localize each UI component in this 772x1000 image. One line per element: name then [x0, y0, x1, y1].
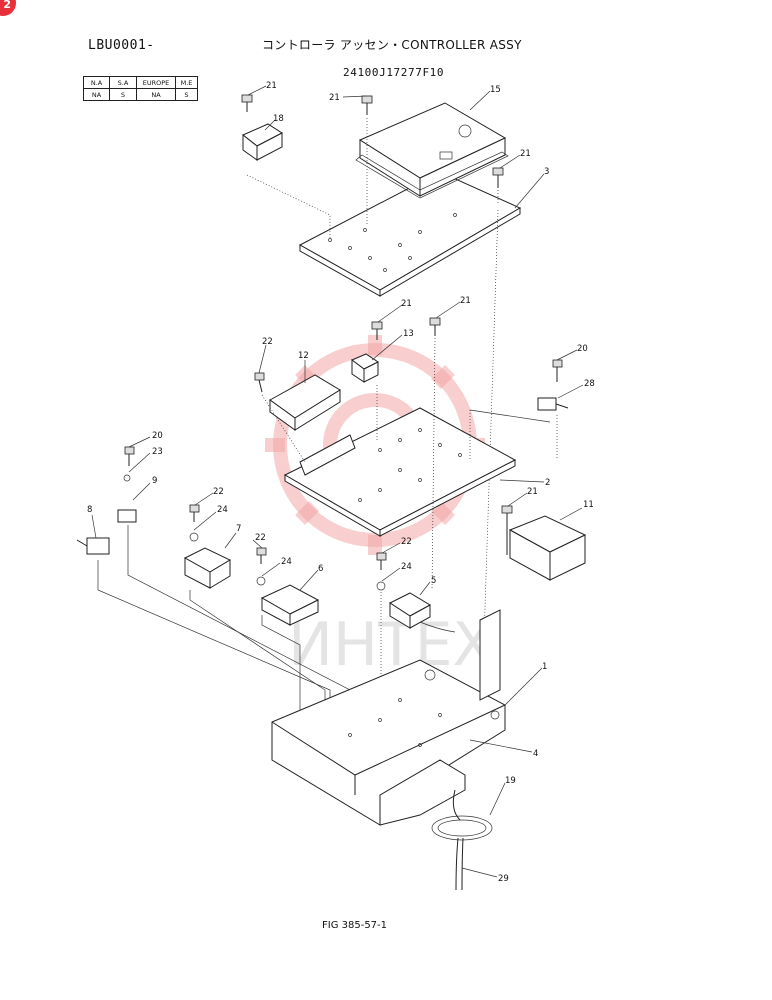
upper-mounting-plate: [298, 171, 522, 297]
bolt-top-center: [361, 95, 373, 115]
region-value-me: S: [175, 88, 198, 101]
watermark-text: ИНТЕХ: [288, 610, 494, 680]
callout-18: 18: [273, 114, 284, 124]
callout-5: 5: [431, 576, 436, 586]
relay-box-7: [183, 547, 232, 589]
relay-13: [351, 353, 379, 383]
callout-22-a: 22: [262, 337, 273, 347]
callout-numbers: 21 21 15 18 21 3 21 21 13 22 12 20 28 20…: [87, 81, 595, 884]
callout-29: 29: [498, 874, 509, 884]
relay-box-6: [260, 584, 320, 626]
bolt-20-right: [552, 359, 563, 382]
callout-15: 15: [490, 85, 501, 95]
callout-23: 23: [152, 447, 163, 457]
bolt-21-mid-left: [371, 321, 383, 340]
toggle-switch-8: [76, 537, 110, 555]
callout-20-b: 20: [152, 431, 163, 441]
callout-12: 12: [298, 351, 309, 361]
callout-22-c: 22: [255, 533, 266, 543]
bolt-top-left: [241, 94, 253, 112]
callout-21-d: 21: [401, 299, 412, 309]
callout-4: 4: [533, 749, 538, 759]
callout-8: 8: [87, 505, 92, 515]
bolt-22-right: [376, 552, 387, 570]
page-corner-badge[interactable]: 2: [0, 0, 16, 16]
assembly-part-number: 24100J17277F10: [343, 66, 445, 79]
callout-6: 6: [318, 564, 323, 574]
callout-2: 2: [545, 478, 550, 488]
bolt-21-mid-right: [429, 317, 441, 336]
base-frame-1: [271, 609, 506, 826]
callout-11: 11: [583, 500, 594, 510]
region-value-na: NA: [83, 88, 110, 101]
bolt-21-lower: [501, 505, 513, 555]
region-availability-table: N.A S.A EUROPE M.E NA S NA S: [83, 76, 198, 101]
callout-21-e: 21: [460, 296, 471, 306]
bolt-22-left: [189, 504, 200, 522]
callout-24-a: 24: [217, 505, 228, 515]
callout-3: 3: [544, 167, 549, 177]
callout-22-d: 22: [401, 537, 412, 547]
region-value-row: NA S NA S: [83, 88, 198, 101]
wire-harness: [431, 789, 493, 891]
callout-24-c: 24: [401, 562, 412, 572]
callout-21-c: 21: [520, 149, 531, 159]
callout-21-a: 21: [266, 81, 277, 91]
bolt-22-center: [256, 547, 267, 564]
callout-13: 13: [403, 329, 414, 339]
control-box-11: [508, 515, 587, 581]
document-code: LBU0001-: [88, 38, 155, 53]
callout-20-a: 20: [577, 344, 588, 354]
controller-unit: [355, 102, 509, 199]
relay-block-12: [269, 374, 341, 431]
callout-22-b: 22: [213, 487, 224, 497]
callout-19: 19: [505, 776, 516, 786]
callout-21-f: 21: [527, 487, 538, 497]
callout-7: 7: [236, 524, 241, 534]
bolt-22-upper: [254, 372, 265, 393]
callout-9: 9: [152, 476, 157, 486]
page-title: コントローラ アッセン・CONTROLLER ASSY: [262, 38, 522, 52]
callout-21-b: 21: [329, 93, 340, 103]
bolt-20-left: [124, 446, 135, 466]
relay-18: [242, 123, 283, 161]
callout-28: 28: [584, 379, 595, 389]
relay-5: [388, 592, 456, 633]
middle-mounting-plate: [283, 407, 517, 537]
callout-24-b: 24: [281, 557, 292, 567]
figure-label: FIG 385-57-1: [322, 920, 388, 931]
switch-28: [537, 397, 569, 411]
bolt-top-right: [492, 167, 504, 188]
callout-1: 1: [542, 662, 547, 672]
callout-leaders: [91, 85, 584, 878]
switch-bracket-9: [117, 474, 137, 523]
